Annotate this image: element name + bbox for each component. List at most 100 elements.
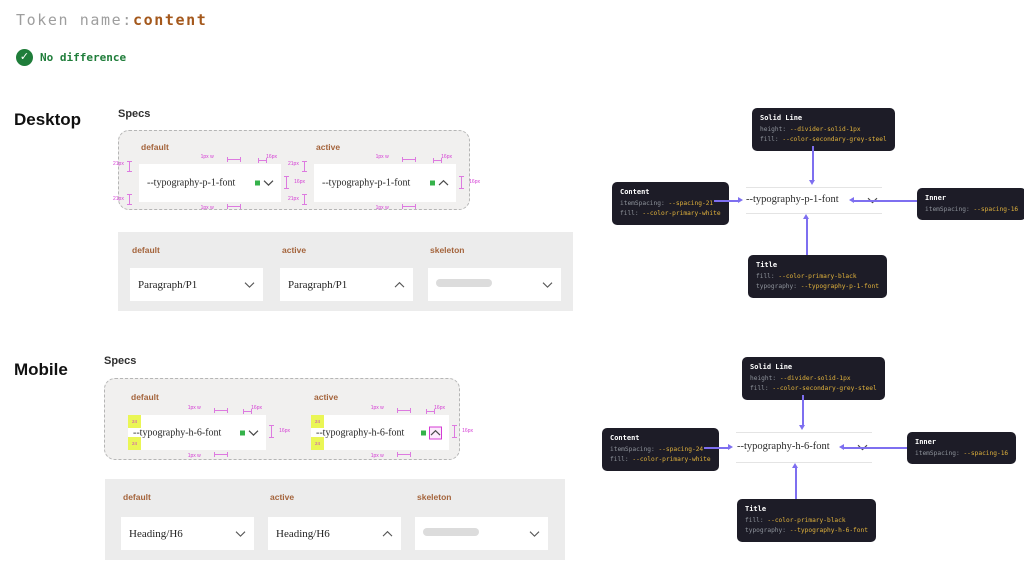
spec-box-desktop-active: 21px 21px 1px w 1px w 16px 16px --typogr… — [288, 155, 480, 211]
measure-inner-top: 16px — [434, 405, 445, 411]
component-indicator-icon — [240, 430, 245, 435]
spacing-highlight: 24 — [311, 415, 324, 428]
tooltip-prop: itemSpacing: --spacing-24 — [610, 445, 704, 453]
status-text: No difference — [40, 51, 127, 64]
tooltip-prop: typography: --typography-p-1-font — [756, 283, 879, 291]
measure-ibeam — [258, 158, 267, 163]
chevron-down-icon — [244, 281, 255, 288]
control-label-skeleton: skeleton — [417, 492, 452, 502]
variant-label-active: active — [316, 142, 341, 152]
spec-token-text: --typography-p-1-font — [147, 177, 236, 189]
control-label-default: default — [132, 245, 160, 255]
control-label-active: active — [282, 245, 307, 255]
tooltip-prop: fill: --color-primary-black — [745, 516, 846, 524]
measure-ibeam — [227, 157, 242, 162]
arrow-line — [806, 219, 808, 255]
select-desktop-default[interactable]: Paragraph/P1 — [130, 268, 263, 301]
measure-ibeam — [396, 452, 411, 457]
measure-ibeam — [284, 176, 289, 189]
chevron-down-icon — [542, 281, 553, 288]
measure-ibeam — [459, 176, 464, 189]
control-label-default: default — [123, 492, 151, 502]
measure-inner-right: 16px — [279, 428, 290, 434]
token-name-value: content — [132, 11, 208, 29]
select-desktop-active[interactable]: Paragraph/P1 — [280, 268, 413, 301]
measure-inner-right: 16px — [469, 179, 480, 185]
tooltip-prop: typography: --typography-h-6-font — [745, 527, 868, 535]
tooltip-title-layer: Title fill: --color-primary-black typogr… — [748, 255, 887, 298]
measure-pad-top: 21px — [113, 161, 124, 167]
select-mobile-default[interactable]: Heading/H6 — [121, 517, 254, 550]
chevron-down-icon — [867, 197, 878, 204]
chevron-highlight — [429, 426, 442, 439]
measure-divider-top: 1px w — [187, 405, 201, 411]
tooltip-content: Content itemSpacing: --spacing-24 fill: … — [602, 428, 719, 471]
measure-pad-top: 21px — [288, 161, 299, 167]
select-mobile-active[interactable]: Heading/H6 — [268, 517, 401, 550]
spacing-highlight: 24 — [128, 437, 141, 450]
spec-box-desktop-default: 21px 21px 1px w 1px w 16px 16px --typogr… — [113, 155, 305, 211]
tooltip-solid-line: Solid Line height: --divider-solid-1px f… — [752, 108, 895, 151]
arrowhead-left — [849, 197, 854, 203]
spec-token-text: --typography-h-6-font — [133, 427, 222, 438]
tooltip-title: Solid Line — [750, 363, 793, 371]
divider-line — [736, 432, 872, 433]
diagram-token-text: --typography-h-6-font — [737, 441, 830, 452]
arrowhead-right — [738, 197, 743, 203]
spec-token-text: --typography-h-6-font — [316, 427, 405, 438]
measure-inner-top: 16px — [441, 154, 452, 160]
measure-ibeam — [396, 408, 411, 413]
spec-card-mobile: default 24 24 1px w 1px w 16px 16px --ty… — [104, 378, 473, 460]
measure-divider-top: 1px w — [375, 154, 389, 160]
tooltip-title-layer: Title fill: --color-primary-black typogr… — [737, 499, 876, 542]
measure-inner-right: 16px — [294, 179, 305, 185]
arrowhead-up — [792, 463, 798, 468]
measure-inner-right: 16px — [462, 428, 473, 434]
arrow-line — [812, 146, 814, 180]
tooltip-content: Content itemSpacing: --spacing-21 fill: … — [612, 182, 729, 225]
check-icon: ✓ — [16, 49, 33, 66]
token-diagram-desktop: Solid Line height: --divider-solid-1px f… — [600, 100, 1024, 300]
select-value: Heading/H6 — [129, 527, 183, 540]
measure-ibeam — [302, 194, 307, 205]
chevron-up-icon — [382, 530, 393, 537]
measure-ibeam — [402, 157, 417, 162]
specs-label-mobile: Specs — [104, 355, 137, 367]
tooltip-title: Title — [756, 261, 778, 269]
measure-ibeam — [402, 204, 417, 209]
measure-ibeam — [227, 204, 242, 209]
measure-ibeam — [127, 161, 132, 172]
tooltip-prop: itemSpacing: --spacing-16 — [925, 205, 1019, 213]
controls-panel-desktop: default Paragraph/P1 active Paragraph/P1… — [118, 232, 573, 311]
variant-label-default: default — [141, 142, 169, 152]
tooltip-title: Inner — [915, 438, 937, 446]
tooltip-inner: Inner itemSpacing: --spacing-16 — [917, 188, 1024, 221]
control-label-skeleton: skeleton — [430, 245, 465, 255]
divider-line — [746, 213, 882, 214]
arrow-line — [854, 200, 917, 202]
tooltip-title: Title — [745, 505, 767, 513]
token-diagram-mobile: Solid Line height: --divider-solid-1px f… — [590, 345, 1024, 555]
spec-card-desktop: default 21px 21px 1px w 1px w 16px 16px … — [113, 130, 480, 211]
select-desktop-skeleton[interactable] — [428, 268, 561, 301]
select-value: Heading/H6 — [276, 527, 330, 540]
spec-indicators — [421, 426, 442, 439]
tooltip-prop: fill: --color-secondary-grey-steel — [760, 136, 887, 144]
arrow-line — [795, 468, 797, 499]
measure-ibeam — [426, 409, 435, 414]
measure-ibeam — [213, 408, 228, 413]
arrowhead-right — [728, 444, 733, 450]
select-mobile-skeleton[interactable] — [415, 517, 548, 550]
chevron-down-icon — [235, 530, 246, 537]
measure-divider-bottom: 1px w — [375, 205, 389, 211]
spec-indicators — [255, 180, 274, 187]
measure-divider-bottom: 1px w — [370, 453, 384, 459]
spacing-highlight: 24 — [311, 437, 324, 450]
tooltip-prop: itemSpacing: --spacing-21 — [620, 199, 714, 207]
chevron-down-icon — [248, 429, 259, 436]
measure-divider-top: 1px w — [200, 154, 214, 160]
measure-ibeam — [127, 194, 132, 205]
measure-divider-bottom: 1px w — [200, 205, 214, 211]
measure-ibeam — [302, 161, 307, 172]
controls-panel-mobile: default Heading/H6 active Heading/H6 ske… — [105, 479, 565, 560]
